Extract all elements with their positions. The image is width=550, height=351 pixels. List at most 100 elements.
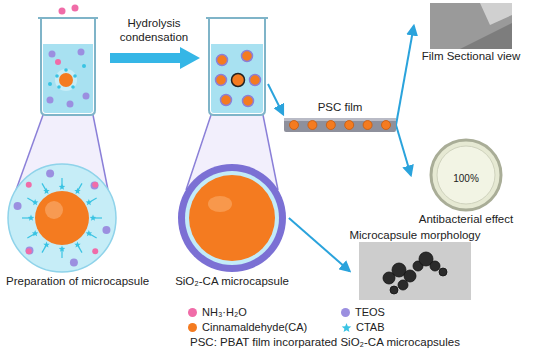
micelle-zoom [8,164,116,272]
microcapsule-dot [216,75,227,86]
ctab-dot [55,74,59,78]
film-strip: PSC film [284,100,396,136]
embedded-microcapsule [363,121,372,130]
ctab-dot [71,85,75,89]
core-highlight [208,196,232,212]
ctab-dot [64,68,68,72]
microcapsule-particle [439,268,447,276]
ammonia-dot [26,248,32,254]
microcapsule-particle [404,270,416,282]
inner-layer [185,171,279,265]
graphic-frame [6,162,118,274]
legend-text: CTAB [356,321,385,334]
film-bar [284,118,396,132]
microcapsule-dot [217,55,228,66]
teos-dot [46,170,54,178]
film-edge [284,118,396,121]
node-label: Preparation of microcapsule [6,274,149,288]
teos-dot [78,49,85,56]
silica-shell [178,164,286,272]
cinnamaldehyde-core [189,175,275,261]
teos-dot [67,101,74,108]
embedded-microcapsule [308,121,317,130]
ctab-symbol [59,246,65,252]
ctab-dot [57,85,61,89]
ctab-symbol [74,241,80,247]
node-label: Film Sectional view [422,49,520,63]
ctab-symbol [32,199,38,205]
ctab-dot [73,74,77,78]
legend-text: NH₃·H₂O [202,306,247,319]
micrograph [359,242,471,300]
node-label: Antibacterial effect [419,212,513,226]
graphic-frame [430,3,512,49]
zoom1-graphic [6,162,118,274]
node-label: SiO₂-CA microcapsule [175,274,289,288]
ctab-dot [82,64,86,68]
legend-item: TEOS [341,306,385,319]
legend-text: Cinnamaldehyde(CA) [202,321,307,334]
ctab-symbol [43,188,49,194]
legend-item: NH₃·H₂O [188,306,247,319]
ammonia-dot [72,5,79,12]
section-edge [480,3,512,25]
ammonia-dot [26,182,32,188]
ctab-symbol [28,215,34,221]
ctab-symbol [32,230,38,236]
embedded-microcapsule [345,121,354,130]
graphic-frame [284,114,396,136]
ctab-dot [48,82,52,86]
process-arrow [110,47,200,69]
teos-dot [49,51,56,58]
ctab-symbol [59,184,65,190]
cinnamaldehyde-core [35,191,89,245]
micelle-shell [55,69,77,91]
zoom-circle: SiO₂-CA microcapsule [175,162,289,288]
abbreviation-note: PSC: PBAT film incorparated SiO₂-CA micr… [190,335,460,349]
teos-dot [91,181,99,189]
ctab-symbol [342,323,352,332]
legend-text: TEOS [355,306,385,319]
teos-dot [47,97,54,104]
ctab-symbol [86,199,92,205]
legend-item: CTAB [341,321,385,334]
arrow-connector [396,26,414,125]
core-highlight [45,201,63,219]
selected-microcapsule [232,74,245,87]
ctab-symbol [90,215,96,221]
graphic-frame [359,242,471,300]
teos-dot [102,226,110,234]
zoom-circle: Preparation of microcapsule [6,162,149,288]
arrow-connector [396,125,411,175]
embedded-microcapsule [326,121,335,130]
arrow-connector [289,218,350,271]
beaker-water [211,44,263,113]
morph-graphic [359,242,471,300]
ctab-symbol [86,230,92,236]
ammonia-dot [92,248,98,254]
microcapsule-particle [398,280,408,290]
film-section [430,3,512,49]
graphic-frame: 100% [427,138,505,212]
legend-swatch [341,308,350,317]
embedded-microcapsule [290,121,299,130]
beaker-outline [38,18,98,115]
microcapsule-particle [430,261,440,271]
ammonia-dot [55,59,61,65]
teos-dot [14,202,22,210]
beaker-outline [206,18,268,115]
teos-dot [83,93,90,100]
film-graphic [284,114,396,136]
micelle-core [59,73,73,87]
process-arrow [268,84,283,114]
process-label: Hydrolysis condensation [109,16,199,44]
legend-item: Cinnamaldehyde(CA) [188,321,307,334]
microcapsule-dot [250,75,261,86]
ctab-symbol [43,241,49,247]
node-label: PSC film [318,100,363,114]
legend-swatch [188,323,197,332]
microcapsule-dot [221,95,232,106]
microcapsule-particle [390,286,398,294]
teos-dot [70,258,78,266]
result-value: 100% [427,173,505,185]
